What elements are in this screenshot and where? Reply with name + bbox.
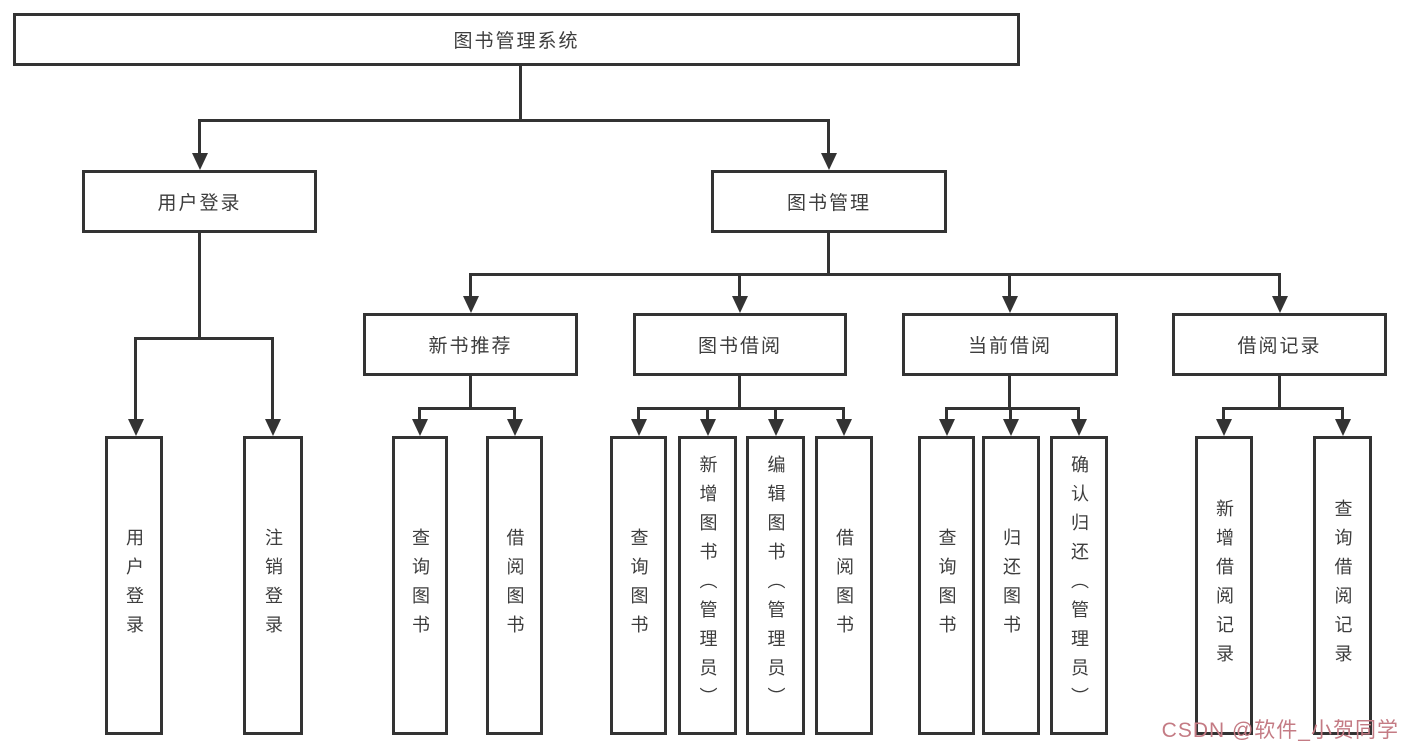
node-logout: 注销登录 (243, 436, 303, 735)
connector-arrow (513, 407, 516, 419)
node-label: 图书管理系统 (453, 31, 580, 52)
node-label: 注销登录 (263, 527, 283, 644)
node-label: 确认归还（管理员） (1069, 455, 1089, 716)
node-query-book-current: 查询图书 (918, 436, 975, 735)
node-label: 查询图书 (936, 527, 957, 644)
connector-arrow (1009, 407, 1012, 419)
connector-arrow (1222, 407, 1225, 419)
node-user-login-branch: 用户登录 (82, 170, 317, 233)
node-label: 新书推荐 (428, 336, 513, 357)
connector-arrow-to-login (134, 337, 137, 419)
node-label: 归还图书 (1001, 527, 1021, 644)
node-borrow-records: 借阅记录 (1172, 313, 1387, 376)
connector-arrow-to-current-borrowing (1008, 273, 1011, 296)
connector-arm-user-login (134, 337, 274, 340)
node-new-book-recommend: 新书推荐 (363, 313, 578, 376)
connector-arrow (418, 407, 421, 419)
node-label: 编辑图书（管理员） (765, 455, 786, 716)
connector-arrow (1077, 407, 1080, 419)
node-label: 图书借阅 (697, 336, 782, 357)
connector-stem-book-borrowing (738, 376, 741, 407)
node-add-book-admin: 新增图书（管理员） (678, 436, 737, 735)
node-label: 查询图书 (410, 527, 430, 644)
node-label: 新增借阅记录 (1214, 498, 1234, 673)
connector-arm-book-borrowing (637, 407, 845, 410)
node-current-borrowing: 当前借阅 (902, 313, 1118, 376)
connector-arm-borrow-records (1222, 407, 1344, 410)
connector-stem-book-management (827, 233, 830, 273)
node-borrow-book: 借阅图书 (815, 436, 873, 735)
connector-arm-root (198, 119, 830, 122)
connector-stem-borrow-records (1278, 376, 1281, 407)
node-borrow-book-recommend: 借阅图书 (486, 436, 543, 735)
node-book-borrowing: 图书借阅 (633, 313, 847, 376)
connector-arrow (842, 407, 845, 419)
node-label: 图书管理 (786, 193, 871, 214)
connector-arm-new-book-recommend (418, 407, 516, 410)
connector-arrow-to-new-book-recommend (469, 273, 472, 296)
connector-arrow (1341, 407, 1344, 419)
node-confirm-return-admin: 确认归还（管理员） (1050, 436, 1108, 735)
node-label: 借阅记录 (1237, 336, 1322, 357)
node-label: 借阅图书 (504, 527, 525, 644)
connector-arrow-to-borrow-records (1278, 273, 1281, 296)
node-label: 借阅图书 (834, 527, 854, 644)
node-query-book-borrowing: 查询图书 (610, 436, 667, 735)
node-label: 新增图书（管理员） (697, 455, 718, 716)
connector-stem-current-borrowing (1008, 376, 1011, 407)
connector-arm-book-management (469, 273, 1281, 276)
connector-arrow-to-logout (271, 337, 274, 419)
node-label: 查询图书 (628, 527, 649, 644)
connector-arrow (706, 407, 709, 419)
node-book-management-branch: 图书管理 (711, 170, 947, 233)
connector-arrow (945, 407, 948, 419)
node-library-management-system: 图书管理系统 (13, 13, 1020, 66)
node-add-borrow-record: 新增借阅记录 (1195, 436, 1253, 735)
connector-arrow-to-book-borrowing (738, 273, 741, 296)
connector-arrow-to-user-login (198, 119, 201, 153)
node-query-book-recommend: 查询图书 (392, 436, 448, 735)
node-label: 用户登录 (157, 193, 242, 214)
connector-arrow-to-book-management (827, 119, 830, 153)
node-query-borrow-record: 查询借阅记录 (1313, 436, 1372, 735)
node-user-login-leaf: 用户登录 (105, 436, 163, 735)
node-label: 用户登录 (124, 527, 144, 644)
connector-stem-user-login (198, 233, 201, 337)
connector-stem-root (519, 66, 522, 119)
node-return-book: 归还图书 (982, 436, 1040, 735)
connector-arrow (637, 407, 640, 419)
connector-arrow (774, 407, 777, 419)
connector-stem-new-book-recommend (469, 376, 472, 407)
csdn-watermark: CSDN @软件_小贺同学 (1161, 719, 1399, 742)
node-label: 查询借阅记录 (1332, 498, 1353, 673)
node-label: 当前借阅 (967, 336, 1052, 357)
node-edit-book-admin: 编辑图书（管理员） (746, 436, 805, 735)
connector-arm-current-borrowing (945, 407, 1080, 410)
